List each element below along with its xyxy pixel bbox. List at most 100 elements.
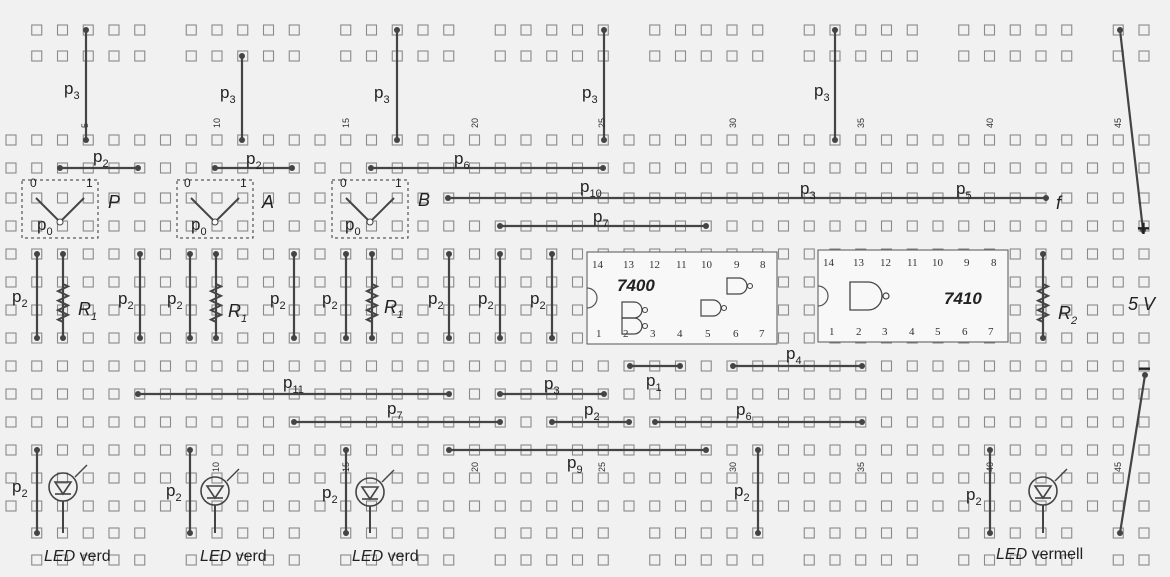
terminal-hole <box>82 276 94 288</box>
wire-end <box>137 251 143 257</box>
terminal-hole <box>185 134 197 146</box>
rail-hole <box>211 527 223 539</box>
terminal-hole <box>468 388 481 400</box>
wire-end <box>187 251 193 257</box>
terminal-hole <box>777 276 790 288</box>
terminal-hole <box>314 220 326 232</box>
wire-end <box>549 335 555 341</box>
terminal-hole <box>726 500 738 512</box>
terminal-hole <box>391 248 403 260</box>
wire-end <box>135 391 141 397</box>
terminal-hole <box>5 416 17 428</box>
terminal-hole <box>726 388 738 400</box>
rail-hole <box>520 24 532 36</box>
wire-end <box>137 335 143 341</box>
terminal-hole <box>288 192 300 204</box>
wire-label-p2: p2 <box>734 481 750 504</box>
rail-hole <box>365 24 378 36</box>
resistor-label-r1: R1 <box>384 297 404 321</box>
terminal-hole <box>855 500 867 512</box>
rail-hole <box>958 527 970 539</box>
terminal-hole <box>56 388 69 400</box>
wire-end <box>497 419 503 425</box>
rail-hole <box>906 554 918 566</box>
terminal-hole <box>571 360 584 372</box>
terminal-hole <box>1061 444 1073 456</box>
supply-voltage: 5 V <box>1128 294 1156 314</box>
rail-hole <box>82 554 94 566</box>
terminal-hole <box>237 472 249 484</box>
terminal-hole <box>391 276 403 288</box>
wire-end <box>703 223 709 229</box>
terminal-hole <box>520 248 532 260</box>
column-number-bottom: 25 <box>597 461 607 472</box>
terminal-hole <box>1138 134 1150 146</box>
ic-7400-pin: 3 <box>650 328 656 340</box>
terminal-hole <box>906 220 918 232</box>
resistor <box>208 268 224 338</box>
terminal-hole <box>597 472 609 484</box>
led-diode <box>205 485 225 500</box>
rail-hole <box>700 554 712 566</box>
terminal-hole <box>5 220 17 232</box>
terminal-hole <box>1009 472 1021 484</box>
terminal-hole <box>1061 162 1073 174</box>
switch-name-A: A <box>262 192 275 212</box>
terminal-hole <box>1086 332 1099 344</box>
terminal-hole <box>700 472 712 484</box>
ic-7400-pin: 6 <box>733 328 739 340</box>
rail-hole <box>1138 554 1150 566</box>
ic-7410-pin: 5 <box>935 326 941 338</box>
wire-end <box>1117 530 1123 536</box>
terminal-hole <box>1009 332 1021 344</box>
column-number-top: 20 <box>470 117 480 128</box>
terminal-hole <box>1035 162 1047 174</box>
rail-hole <box>1009 527 1021 539</box>
terminal-hole <box>31 162 43 174</box>
terminal-hole <box>5 304 17 316</box>
terminal-hole <box>314 360 326 372</box>
terminal-hole <box>417 500 429 512</box>
terminal-hole <box>932 388 944 400</box>
rail-hole <box>726 24 738 36</box>
terminal-hole <box>649 500 661 512</box>
terminal-hole <box>262 248 275 260</box>
rail-hole <box>443 50 455 62</box>
rail-hole <box>803 554 815 566</box>
terminal-hole <box>906 444 918 456</box>
terminal-hole <box>391 220 403 232</box>
rail-hole <box>288 50 300 62</box>
terminal-hole <box>391 500 403 512</box>
terminal-hole <box>134 134 146 146</box>
terminal-hole <box>314 444 326 456</box>
terminal-hole <box>1086 192 1099 204</box>
nand-bubble <box>641 306 649 314</box>
terminal-hole <box>365 134 378 146</box>
ic-7410-pin: 2 <box>856 326 862 338</box>
led-color: verd <box>387 548 419 565</box>
rail-hole <box>649 554 661 566</box>
terminal-hole <box>443 220 455 232</box>
wire-end <box>239 137 245 143</box>
terminal-hole <box>1112 500 1124 512</box>
ic-body <box>586 251 778 345</box>
rail-hole <box>597 527 609 539</box>
wire-end <box>497 251 503 257</box>
terminal-hole <box>726 220 738 232</box>
rail-hole <box>262 554 275 566</box>
terminal-hole <box>5 276 17 288</box>
rail-hole <box>1009 50 1021 62</box>
switch-pos1: 1 <box>240 176 247 190</box>
terminal-hole <box>1086 248 1099 260</box>
terminal-hole <box>134 360 146 372</box>
wire-end <box>677 363 683 369</box>
terminal-hole <box>468 360 481 372</box>
terminal-hole <box>56 416 69 428</box>
led-prefix: LED <box>996 546 1028 563</box>
terminal-hole <box>1086 416 1099 428</box>
terminal-hole <box>932 500 944 512</box>
terminal-hole <box>185 472 197 484</box>
wire-label-p3: p3 <box>374 83 390 106</box>
wire-end <box>60 251 66 257</box>
wire-end <box>549 419 555 425</box>
